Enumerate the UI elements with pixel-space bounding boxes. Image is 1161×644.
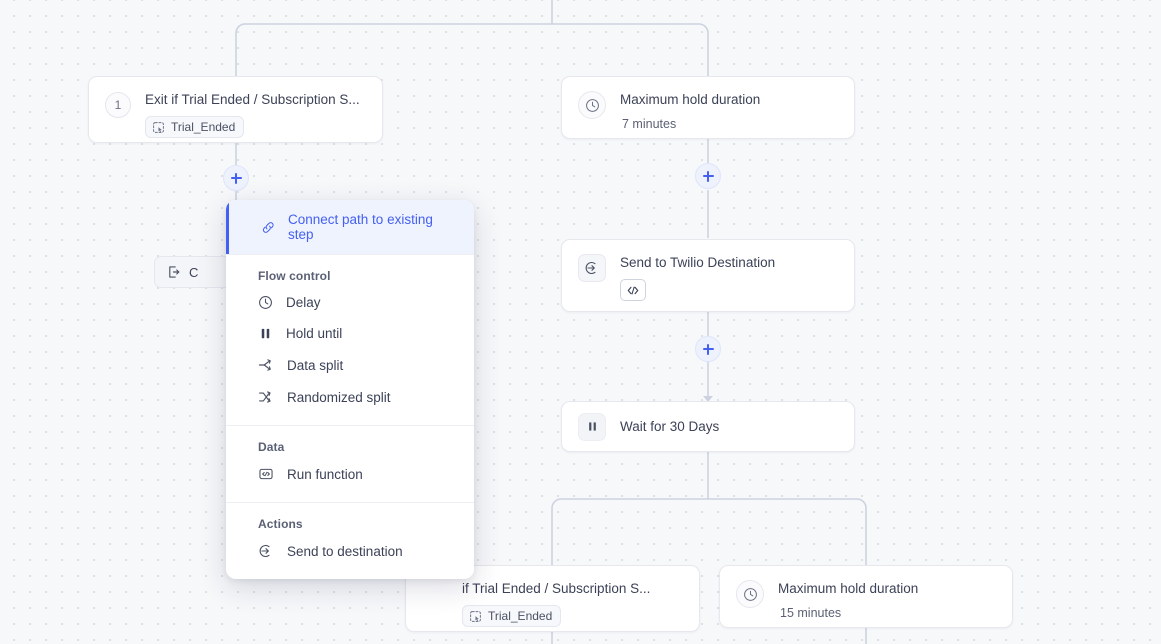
chip-label: Trial_Ended — [488, 609, 553, 623]
clock-icon — [736, 580, 764, 608]
data-split-icon — [258, 357, 274, 373]
menu-section-title: Actions — [258, 517, 303, 531]
menu-item-send-to-destination[interactable]: Send to destination — [226, 535, 474, 567]
menu-item-label: Randomized split — [287, 389, 391, 405]
menu-section-title: Data — [258, 440, 285, 454]
node-title: Maximum hold duration — [620, 92, 761, 107]
node-exit-if-trial-ended-bottom[interactable]: if Trial Ended / Subscription S... Trial… — [405, 565, 700, 632]
menu-section-actions: Actions Send to destination — [226, 503, 474, 579]
menu-item-randomized-split[interactable]: Randomized split — [226, 381, 474, 413]
exit-icon — [167, 265, 181, 279]
step-number-badge: 1 — [105, 92, 131, 118]
connector-top-right-branch — [552, 23, 709, 76]
menu-divider-2 — [226, 425, 474, 426]
clock-icon — [578, 91, 606, 119]
menu-item-run-function[interactable]: Run function — [226, 458, 474, 490]
add-step-menu[interactable]: Connect path to existing step Flow contr… — [226, 200, 474, 579]
node-subtitle: 15 minutes — [780, 606, 842, 620]
menu-section-data: Data Run function — [226, 426, 474, 502]
node-title: Wait for 30 Days — [620, 418, 720, 434]
node-title: Send to Twilio Destination — [620, 255, 776, 270]
menu-item-label: Hold until — [286, 326, 343, 341]
hold-until-icon — [578, 412, 606, 441]
node-maximum-hold-duration-top[interactable]: Maximum hold duration 7 minutes — [561, 76, 855, 139]
menu-item-label: Connect path to existing step — [288, 212, 433, 242]
menu-divider-3 — [226, 502, 474, 503]
node-subtitle: 7 minutes — [622, 117, 677, 131]
node-send-to-twilio-destination[interactable]: Send to Twilio Destination — [561, 239, 855, 312]
menu-section-flow-control: Flow control Delay Hold until — [226, 255, 474, 425]
code-icon — [258, 466, 274, 482]
audience-chip[interactable]: Trial_Ended — [462, 605, 562, 627]
node-wait-for-30-days[interactable]: Wait for 30 Days — [561, 401, 855, 452]
link-icon — [261, 220, 276, 235]
add-step-button-right-2[interactable] — [695, 336, 721, 362]
menu-item-hold-until[interactable]: Hold until — [226, 318, 474, 349]
send-to-destination-icon — [578, 254, 606, 282]
exit-button-label: C — [189, 264, 199, 280]
chip-label: Trial_Ended — [171, 120, 236, 134]
code-icon — [620, 279, 646, 301]
menu-item-label: Data split — [287, 357, 344, 373]
menu-item-connect-path-to-existing-step[interactable]: Connect path to existing step — [226, 200, 474, 254]
add-step-button-left[interactable] — [223, 165, 249, 191]
menu-item-label: Run function — [287, 466, 363, 482]
menu-item-delay[interactable]: Delay — [226, 287, 474, 318]
node-maximum-hold-duration-bottom[interactable]: Maximum hold duration 15 minutes — [719, 565, 1013, 628]
clock-icon — [258, 295, 273, 310]
node-title: Exit if Trial Ended / Subscription S... — [145, 92, 360, 107]
audience-select-icon — [152, 121, 165, 134]
add-step-button-right-1[interactable] — [695, 163, 721, 189]
audience-chip[interactable]: Trial_Ended — [145, 116, 245, 138]
node-exit-if-trial-ended-top[interactable]: 1 Exit if Trial Ended / Subscription S..… — [88, 76, 383, 143]
randomized-split-icon — [258, 389, 274, 405]
menu-item-data-split[interactable]: Data split — [226, 349, 474, 381]
node-title: Maximum hold duration — [778, 581, 919, 596]
menu-item-label: Send to destination — [287, 543, 403, 559]
menu-divider-1 — [226, 254, 474, 255]
node-title: if Trial Ended / Subscription S... — [462, 581, 651, 596]
menu-item-label: Delay — [286, 295, 321, 310]
audience-select-icon — [469, 610, 482, 623]
pause-icon — [258, 326, 273, 341]
send-to-destination-icon — [258, 543, 274, 559]
connector-top-left-branch — [235, 23, 552, 76]
menu-section-title: Flow control — [258, 269, 331, 283]
